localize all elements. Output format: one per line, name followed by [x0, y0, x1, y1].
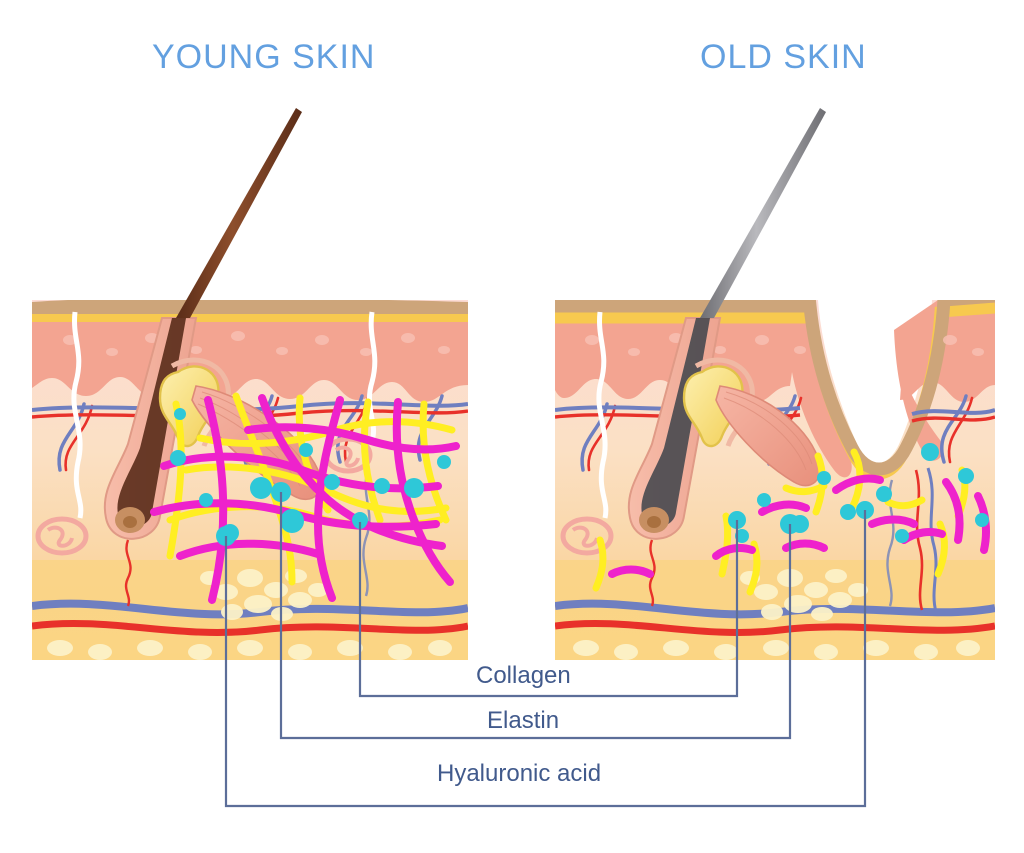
- stratum-corneum-layer-old: [555, 300, 995, 476]
- vessel-strand-old-vein: [926, 467, 938, 613]
- dermal-papilla-core: [123, 516, 137, 528]
- deep-plexus-artery-old: [555, 620, 995, 636]
- deep-plexus-artery: [32, 620, 468, 636]
- legend-label-elastin: Elastin: [487, 707, 560, 734]
- panel-old: [555, 300, 995, 660]
- sweat-duct-old: [596, 311, 609, 519]
- panel-young: [32, 300, 468, 660]
- arrector-pili-muscle-old: [715, 385, 821, 487]
- hair-follicle-inner: [117, 318, 186, 527]
- panel-title-old: OLD SKIN: [700, 38, 867, 76]
- hair-follicle-inner-old: [641, 318, 710, 527]
- epidermis-layer-old-left: [555, 318, 852, 478]
- panel-title-young: YOUNG SKIN: [152, 38, 376, 76]
- legend-label-collagen: Collagen: [476, 662, 571, 689]
- hair-shaft-old: [700, 108, 826, 318]
- stratum-corneum-layer: [32, 300, 468, 314]
- sweat-gland-coil-old: [560, 516, 614, 556]
- leader-bracket-elastin: [279, 492, 792, 740]
- legend-label-hyaluronic: Hyaluronic acid: [437, 760, 602, 787]
- hair-shaft-young: [176, 108, 302, 318]
- vessel-strand-old: [914, 469, 924, 611]
- muscle-striations-old: [723, 391, 813, 471]
- sebaceous-gland: [158, 365, 220, 448]
- epidermis-cells: [63, 331, 450, 356]
- leader-bracket-collagen: [358, 520, 739, 698]
- dermal-papilla-core-old: [647, 516, 661, 528]
- legend-leader-lines: [224, 492, 867, 808]
- leader-bracket-hyaluronic: [224, 510, 867, 808]
- follicle-capillary-old: [648, 539, 656, 607]
- fat-lobules-old: [573, 569, 980, 660]
- sweat-gland-coil: [35, 516, 89, 556]
- follicle-capillary: [124, 539, 132, 607]
- subpapillary-plexus-vein-old-right: [911, 408, 995, 416]
- sweat-duct: [71, 311, 84, 519]
- stratum-lucidum-layer: [32, 312, 468, 322]
- subpapillary-plexus-artery-old-right: [911, 415, 995, 423]
- nerve-fiber: [362, 469, 371, 597]
- sebaceous-gland-old: [682, 365, 744, 448]
- epidermis-layer: [32, 318, 468, 402]
